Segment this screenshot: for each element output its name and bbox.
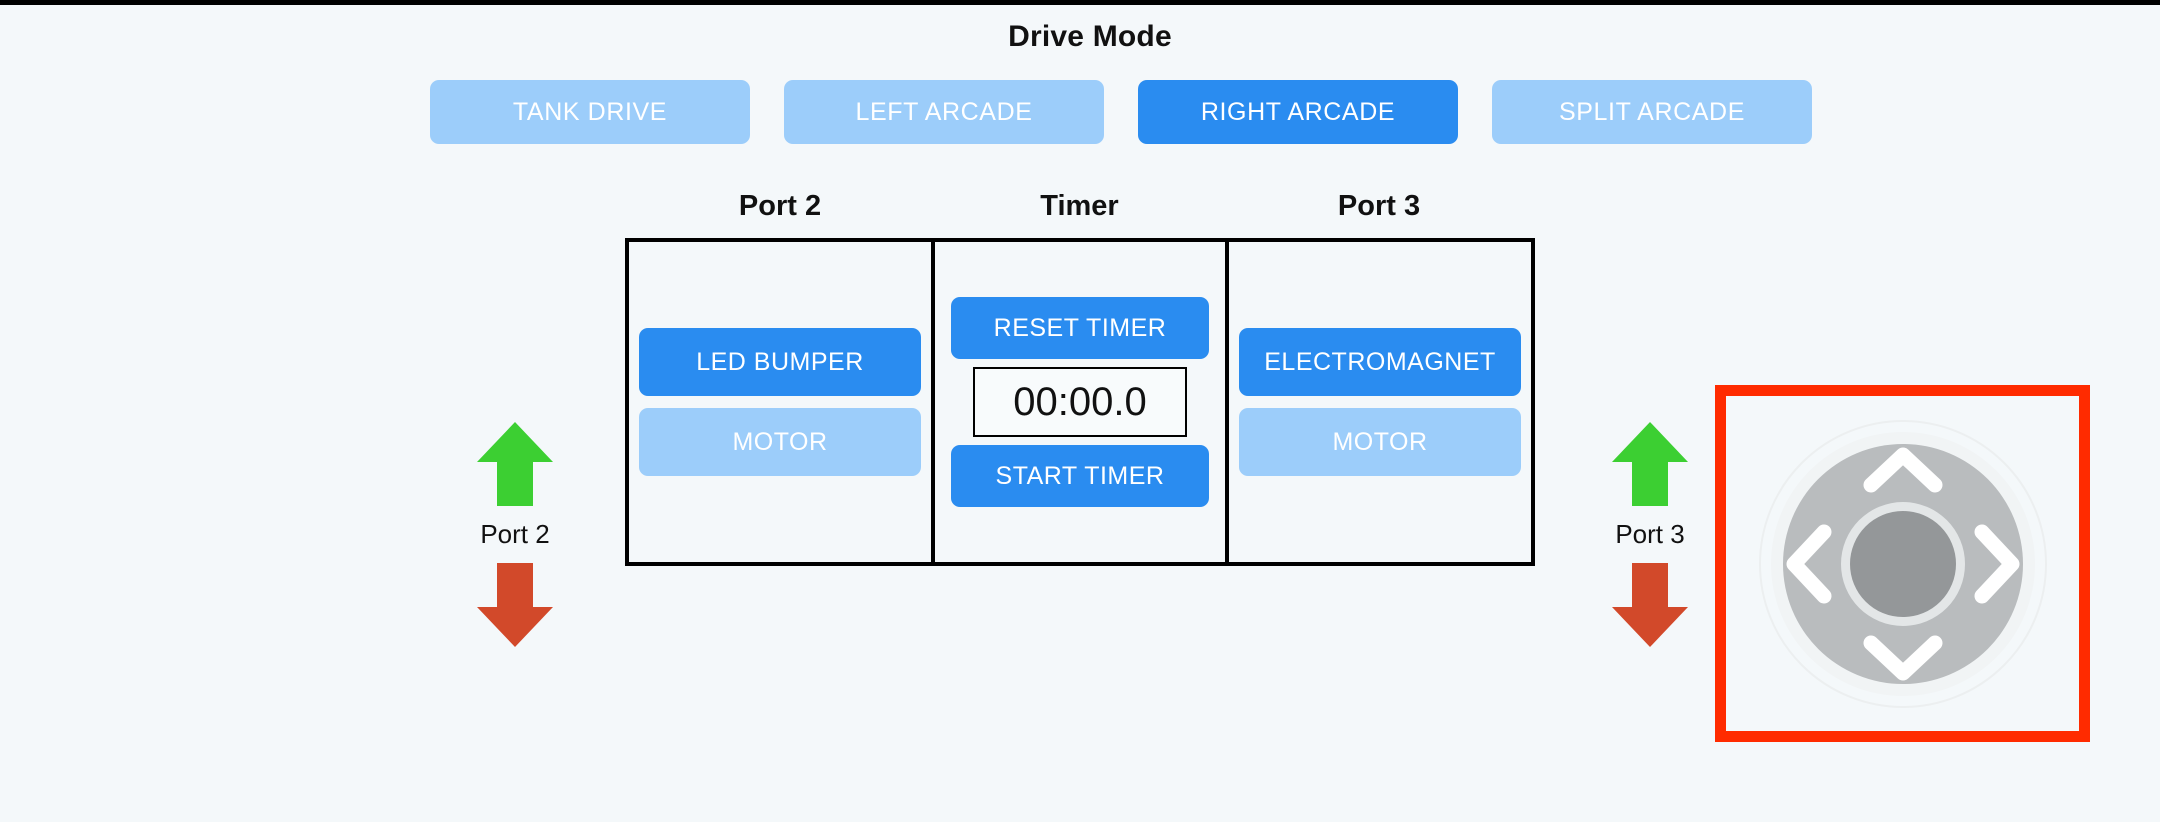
arrow-up-icon (1612, 422, 1688, 506)
port3-motor-button[interactable]: MOTOR (1239, 408, 1521, 476)
dpad-left-chevron (1786, 524, 1831, 603)
port3-column-header: Port 3 (1337, 190, 1421, 222)
timer-display: 00:00.0 (973, 367, 1187, 437)
arrow-down-icon (477, 563, 553, 647)
joystick-container[interactable] (1715, 385, 2090, 742)
drive-mode-title: Drive Mode (1008, 20, 1172, 53)
port2-panel: LED BUMPER MOTOR (625, 238, 935, 566)
reset-timer-button[interactable]: RESET TIMER (951, 297, 1209, 359)
drive-mode-button-row: TANK DRIVE LEFT ARCADE RIGHT ARCADE SPLI… (430, 80, 1812, 144)
port2-indicator-label: Port 2 (480, 519, 550, 549)
port2-motor-button[interactable]: MOTOR (639, 408, 921, 476)
arrow-up-icon (477, 422, 553, 506)
port3-indicator-label: Port 3 (1615, 519, 1685, 549)
port2-button-stack: LED BUMPER MOTOR (639, 328, 921, 476)
port3-electromagnet-button[interactable]: ELECTROMAGNET (1239, 328, 1521, 396)
dpad-down-chevron (1863, 635, 1942, 680)
top-black-bar (0, 0, 2160, 5)
timer-column-header: Timer (1040, 190, 1119, 222)
port2-led-bumper-button[interactable]: LED BUMPER (639, 328, 921, 396)
dpad-right-chevron (1974, 524, 2019, 603)
device-panel: LED BUMPER MOTOR RESET TIMER 00:00.0 STA… (625, 238, 1535, 566)
dpad-up-chevron (1863, 447, 1942, 492)
dpad-joystick-icon[interactable] (1758, 419, 2048, 709)
start-timer-button[interactable]: START TIMER (951, 445, 1209, 507)
drive-mode-right-arcade-button[interactable]: RIGHT ARCADE (1138, 80, 1458, 144)
drive-mode-split-arcade-button[interactable]: SPLIT ARCADE (1492, 80, 1812, 144)
port3-panel: ELECTROMAGNET MOTOR (1225, 238, 1535, 566)
port2-column-header: Port 2 (738, 190, 822, 222)
port3-button-stack: ELECTROMAGNET MOTOR (1239, 328, 1521, 476)
drive-mode-left-arcade-button[interactable]: LEFT ARCADE (784, 80, 1104, 144)
timer-panel: RESET TIMER 00:00.0 START TIMER (935, 238, 1225, 566)
port3-direction-indicator: Port 3 (1590, 418, 1710, 651)
port2-direction-indicator: Port 2 (455, 418, 575, 651)
arrow-down-icon (1612, 563, 1688, 647)
drive-mode-tank-drive-button[interactable]: TANK DRIVE (430, 80, 750, 144)
